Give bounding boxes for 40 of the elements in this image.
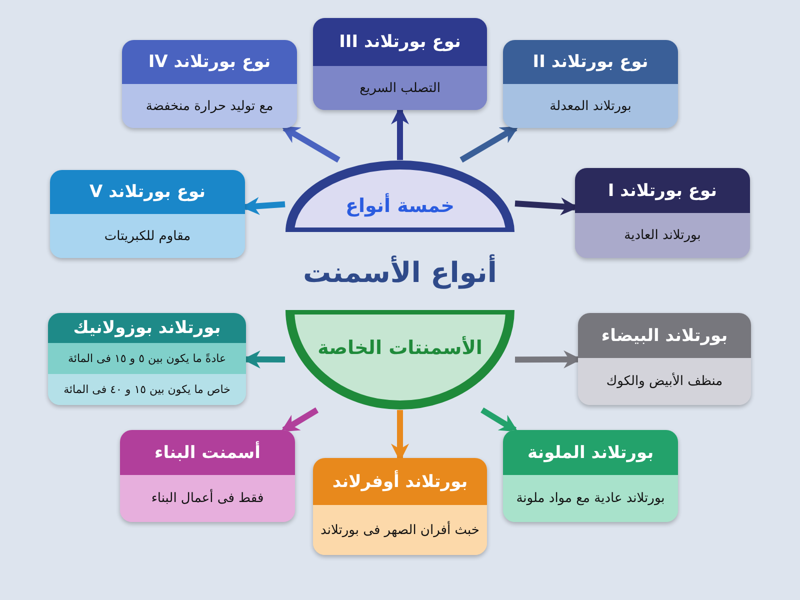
type-box	[503, 40, 678, 128]
arrow	[280, 407, 319, 433]
box-header: نوع بورتلاند IV	[122, 40, 297, 84]
box-text: بورتلاند عادية مع مواد ملونة	[503, 475, 678, 522]
arrow	[480, 407, 518, 433]
band-label: الأسمنتات الخاصة	[318, 337, 482, 359]
type-box	[575, 168, 750, 258]
box-text: عادةً ما يكون بين ٥ و ١٥ فى المائة	[48, 343, 246, 374]
type-box	[50, 170, 245, 258]
box-text: مقاوم للكبريتات	[50, 214, 245, 258]
box-text: بورتلاند المعدلة	[503, 84, 678, 128]
type-box	[313, 458, 487, 555]
box-header: نوع بورتلاند I	[575, 168, 750, 213]
type-box	[313, 18, 487, 110]
semicircle-band	[285, 160, 515, 232]
box-header: بورتلاند البيضاء	[578, 313, 751, 358]
box-text: مع توليد حرارة منخفضة	[122, 84, 297, 128]
box-text: التصلب السريع	[313, 66, 487, 110]
box-header: نوع بورتلاند III	[313, 18, 487, 66]
band-label: خمسة أنواع	[346, 195, 454, 217]
box-header: أسمنت البناء	[120, 430, 295, 475]
title: أنواع الأسمنت	[302, 253, 498, 291]
type-box	[503, 430, 678, 522]
type-box	[122, 40, 297, 128]
semicircle-band	[285, 310, 515, 410]
arrow	[460, 125, 519, 163]
box-text: خاص ما يكون بين ١٥ و ٤٠ فى المائة	[48, 374, 246, 405]
box-text: فقط فى أعمال البناء	[120, 475, 295, 522]
box-header: بورتلاند الملونة	[503, 430, 678, 475]
type-box	[120, 430, 295, 522]
box-header: نوع بورتلاند V	[50, 170, 245, 214]
box-text: بورتلاند العادية	[575, 213, 750, 258]
box-header: بورتلاند أوفرلاند	[313, 458, 487, 505]
box-text: منظف الأبيض والكوك	[578, 358, 751, 405]
box-header: نوع بورتلاند II	[503, 40, 678, 84]
arrow	[281, 125, 340, 163]
box-header: بورتلاند بوزولانيك	[48, 313, 246, 343]
box-text: خبث أفران الصهر فى بورتلاند	[313, 505, 487, 555]
type-box	[48, 313, 246, 405]
type-box	[578, 313, 751, 405]
